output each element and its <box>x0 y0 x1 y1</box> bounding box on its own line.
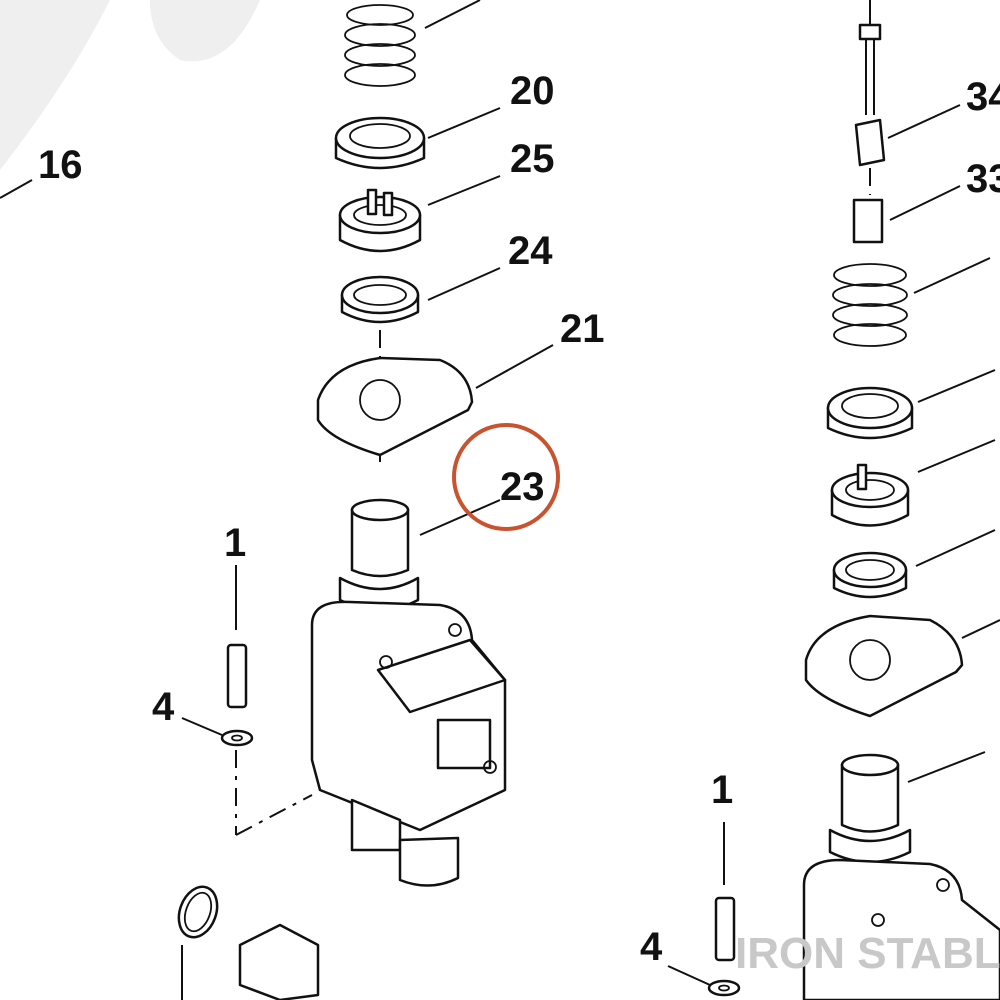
callout-label-33: 33 <box>966 157 1000 201</box>
screw-right <box>667 822 741 997</box>
spring-part <box>344 0 481 87</box>
callout-label-23: 23 <box>500 465 545 509</box>
spring-right <box>832 257 991 347</box>
screw-left <box>181 565 313 836</box>
ring-part-24 <box>340 267 501 324</box>
cam-part-25 <box>338 175 501 253</box>
highlight-circle <box>452 423 560 531</box>
callout-label-4-left: 4 <box>152 685 175 729</box>
ring-right-2 <box>832 529 996 599</box>
pump-body-right <box>802 751 1000 1000</box>
ring-right-1 <box>826 369 996 440</box>
pump-body-left <box>310 498 507 887</box>
callout-label-34: 34 <box>966 75 1000 119</box>
callout-label-25: 25 <box>510 137 555 181</box>
callout-label-21: 21 <box>560 307 605 351</box>
leader-16 <box>0 179 33 199</box>
cable-and-connector <box>852 0 961 244</box>
callout-label-16: 16 <box>38 143 83 187</box>
background-swoosh <box>0 0 110 170</box>
plate-right <box>804 614 1000 718</box>
callout-label-20: 20 <box>510 69 555 113</box>
watermark-text: IRON STABLE <box>735 929 1000 978</box>
background-swoosh-top <box>150 0 260 62</box>
callout-label-24: 24 <box>508 229 553 273</box>
callout-label-4-right: 4 <box>640 925 663 969</box>
plate-part-21 <box>316 344 554 457</box>
callout-label-1-right: 1 <box>711 768 733 812</box>
callout-label-1-left: 1 <box>224 521 246 565</box>
fitting-bottom-left <box>177 885 320 1000</box>
ring-part-20 <box>334 107 501 170</box>
cam-right <box>830 439 996 527</box>
